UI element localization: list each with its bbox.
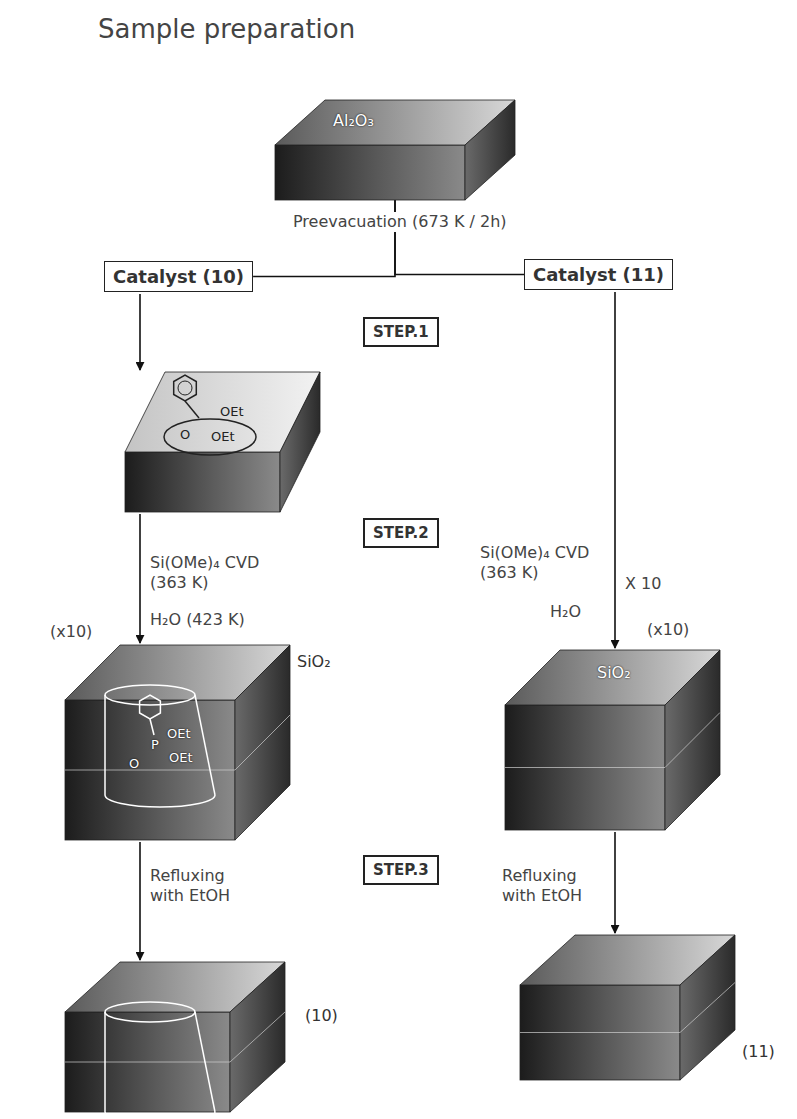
material-block: (11) xyxy=(520,935,735,1080)
process-arrow xyxy=(139,842,141,960)
material-block: SiO₂ xyxy=(505,650,720,830)
cavity-outline xyxy=(105,1112,215,1119)
block-illustration xyxy=(520,935,735,1080)
layer-interface xyxy=(505,713,720,768)
node-label: OEt xyxy=(169,751,193,765)
node-label: OEt xyxy=(167,727,191,741)
box-label: STEP.2 xyxy=(373,524,429,542)
box-label: STEP.3 xyxy=(373,861,429,879)
annotation-label: Si(OMe)₄ CVD (363 K) xyxy=(148,553,264,593)
cavity-outline xyxy=(195,1012,215,1112)
cavity-outline xyxy=(104,1012,106,1112)
annotation-label: Refluxing with EtOH xyxy=(148,866,258,906)
layer-interface xyxy=(65,1012,285,1062)
cavity-outline xyxy=(105,795,215,807)
node-label: O xyxy=(129,757,139,771)
catalyst-box: Catalyst (11) xyxy=(524,259,673,290)
annotation-label: X 10 xyxy=(623,574,663,594)
step-box: STEP.1 xyxy=(363,317,439,347)
layer-interface xyxy=(520,983,735,1033)
molecule-illustration xyxy=(65,645,290,840)
polygon-shape xyxy=(280,372,320,512)
box-label: STEP.1 xyxy=(373,323,429,341)
node-label: (10) xyxy=(305,1007,338,1025)
annotation-label: H₂O xyxy=(548,602,583,622)
rect-shape xyxy=(125,452,280,512)
polygon-shape xyxy=(465,100,515,200)
node-label: SiO₂ xyxy=(597,664,631,682)
layer-interface xyxy=(65,715,290,770)
circle-shape xyxy=(178,381,192,395)
node-label: P xyxy=(151,738,159,752)
process-arrow xyxy=(139,514,141,643)
rect-shape xyxy=(275,145,465,200)
node-label: SiO₂ xyxy=(297,653,331,671)
material-block: OEtOOEt xyxy=(125,372,320,512)
node-label: OEt xyxy=(211,430,235,444)
molecule-illustration xyxy=(65,962,285,1112)
node-label: OEt xyxy=(220,405,244,419)
process-arrow xyxy=(614,832,616,933)
phenyl-ring xyxy=(174,375,197,401)
annotation-label: Si(OMe)₄ CVD (363 K) xyxy=(478,543,594,583)
bond xyxy=(185,401,199,418)
annotation-label: Refluxing with EtOH xyxy=(500,866,610,906)
annotation-label: (x10) xyxy=(645,620,691,640)
annotation-label: Preevacuation (673 K / 2h) xyxy=(291,212,509,232)
node-label: Al₂O₃ xyxy=(333,112,374,130)
material-block: Al₂O₃ xyxy=(275,100,515,200)
process-arrow xyxy=(139,294,141,370)
cavity-outline xyxy=(104,695,106,795)
material-block: (10) xyxy=(65,962,285,1112)
block-illustration xyxy=(275,100,515,200)
step-box: STEP.3 xyxy=(363,855,439,885)
cavity-outline xyxy=(195,695,215,795)
material-block: SiO₂OEtPOOEt xyxy=(65,645,290,840)
annotation-label: H₂O (423 K) xyxy=(148,610,247,630)
anchor-ellipse xyxy=(164,419,256,455)
step-box: STEP.2 xyxy=(363,518,439,548)
box-label: Catalyst (11) xyxy=(533,264,664,285)
phenyl-ring xyxy=(140,695,161,719)
block-illustration xyxy=(65,645,290,840)
catalyst-box: Catalyst (10) xyxy=(104,261,253,292)
diagram-title: Sample preparation xyxy=(98,14,355,44)
process-arrow xyxy=(614,292,616,648)
node-label: (11) xyxy=(742,1043,775,1061)
cavity-outline xyxy=(105,1002,195,1022)
bond xyxy=(150,719,154,735)
annotation-label: (x10) xyxy=(48,622,94,642)
block-illustration xyxy=(65,962,285,1112)
node-label: O xyxy=(180,428,190,442)
box-label: Catalyst (10) xyxy=(113,266,244,287)
